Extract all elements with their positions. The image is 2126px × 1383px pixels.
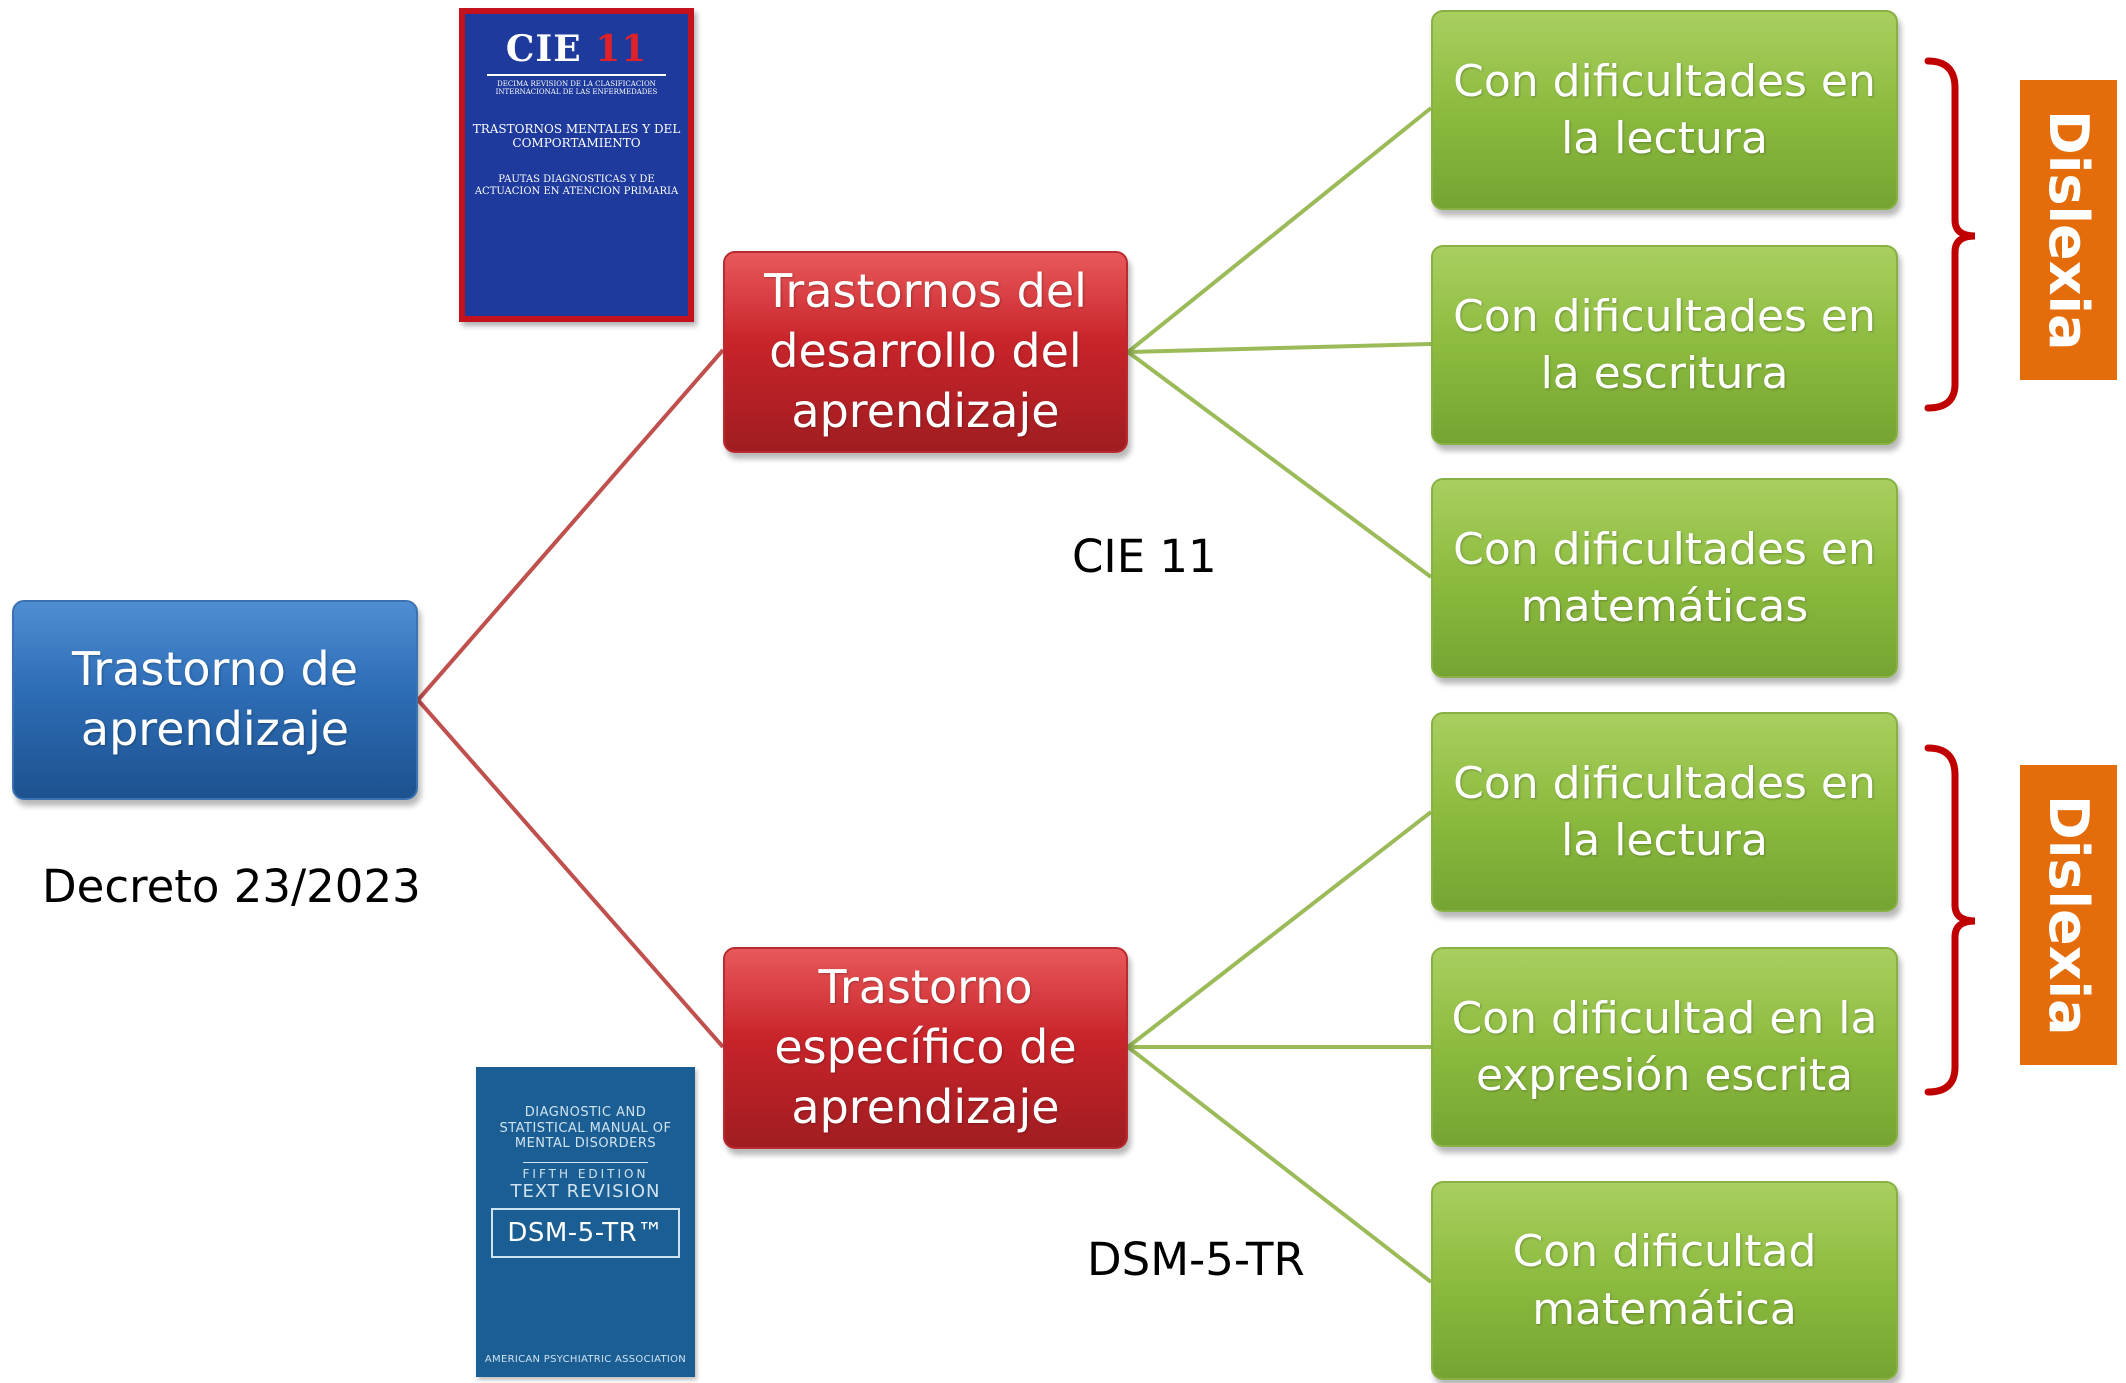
cie-11-book-cover: CIE 11 DECIMA REVISION DE LA CLASIFICACI… xyxy=(459,8,694,322)
dislexia-tag-bottom: Dislexia xyxy=(2020,765,2117,1065)
leaf-node-2-3: Con dificultad matemática xyxy=(1431,1181,1898,1380)
branch-2-caption: DSM-5-TR xyxy=(1087,1233,1305,1286)
branch-node-2: Trastorno específico de aprendizaje xyxy=(723,947,1128,1149)
dsm-cover-edition: FIFTH EDITION xyxy=(522,1161,649,1181)
dsm-cover-name: DSM-5-TR™ xyxy=(491,1207,680,1258)
dsm-cover-title: DIAGNOSTIC AND STATISTICAL MANUAL OF MEN… xyxy=(499,1105,672,1152)
bracket-top xyxy=(1924,57,1976,412)
branch-node-2-label: Trastorno específico de aprendizaje xyxy=(774,960,1077,1134)
cie-cover-rule xyxy=(487,74,666,76)
leaf-node-2-1-label: Con dificultades en la lectura xyxy=(1453,757,1876,866)
leaf-node-1-2-label: Con dificultades en la escritura xyxy=(1453,290,1876,399)
branch-node-1: Trastornos del desarrollo del aprendizaj… xyxy=(723,251,1128,453)
leaf-node-1-3: Con dificultades en matemáticas xyxy=(1431,478,1898,678)
connector-branch1-leaf1 xyxy=(1126,106,1433,354)
dislexia-tag-top-label: Dislexia xyxy=(2037,109,2100,351)
connector-root-branch-2 xyxy=(416,698,725,1049)
connector-branch1-leaf3 xyxy=(1126,350,1433,579)
root-node-label: Trastorno de aprendizaje xyxy=(71,642,359,756)
leaf-node-2-3-label: Con dificultad matemática xyxy=(1512,1226,1817,1335)
leaf-node-2-1: Con dificultades en la lectura xyxy=(1431,712,1898,912)
leaf-node-1-2: Con dificultades en la escritura xyxy=(1431,245,1898,445)
dislexia-tag-bottom-label: Dislexia xyxy=(2037,794,2100,1036)
dislexia-tag-top: Dislexia xyxy=(2020,80,2117,380)
leaf-node-1-1: Con dificultades en la lectura xyxy=(1431,10,1898,210)
root-caption: Decreto 23/2023 xyxy=(42,860,421,913)
leaf-node-1-1-label: Con dificultades en la lectura xyxy=(1453,55,1876,164)
connector-branch1-leaf2 xyxy=(1127,342,1432,354)
dsm-5-tr-book-cover: DIAGNOSTIC AND STATISTICAL MANUAL OF MEN… xyxy=(476,1067,695,1377)
connector-root-branch-1 xyxy=(416,348,725,702)
bracket-bottom xyxy=(1924,744,1976,1096)
cie-cover-title: CIE 11 xyxy=(505,28,648,70)
cie-cover-subtitle: DECIMA REVISION DE LA CLASIFICACION INTE… xyxy=(495,80,658,97)
branch-node-1-label: Trastornos del desarrollo del aprendizaj… xyxy=(764,264,1087,438)
dsm-cover-revision: TEXT REVISION xyxy=(510,1180,661,1202)
connector-branch2-leaf1 xyxy=(1126,810,1433,1049)
cie-cover-subheading: PAUTAS DIAGNOSTICAS Y DE ACTUACION EN AT… xyxy=(474,174,679,197)
leaf-node-1-3-label: Con dificultades en matemáticas xyxy=(1453,523,1876,632)
dsm-cover-publisher: AMERICAN PSYCHIATRIC ASSOCIATION xyxy=(484,1354,687,1365)
leaf-node-2-2: Con dificultad en la expresión escrita xyxy=(1431,947,1898,1147)
connector-branch2-leaf3 xyxy=(1126,1045,1433,1284)
cie-cover-heading: TRASTORNOS MENTALES Y DEL COMPORTAMIENTO xyxy=(472,121,681,150)
leaf-node-2-2-label: Con dificultad en la expresión escrita xyxy=(1451,992,1878,1101)
branch-1-caption: CIE 11 xyxy=(1072,530,1217,583)
root-node: Trastorno de aprendizaje xyxy=(12,600,418,800)
